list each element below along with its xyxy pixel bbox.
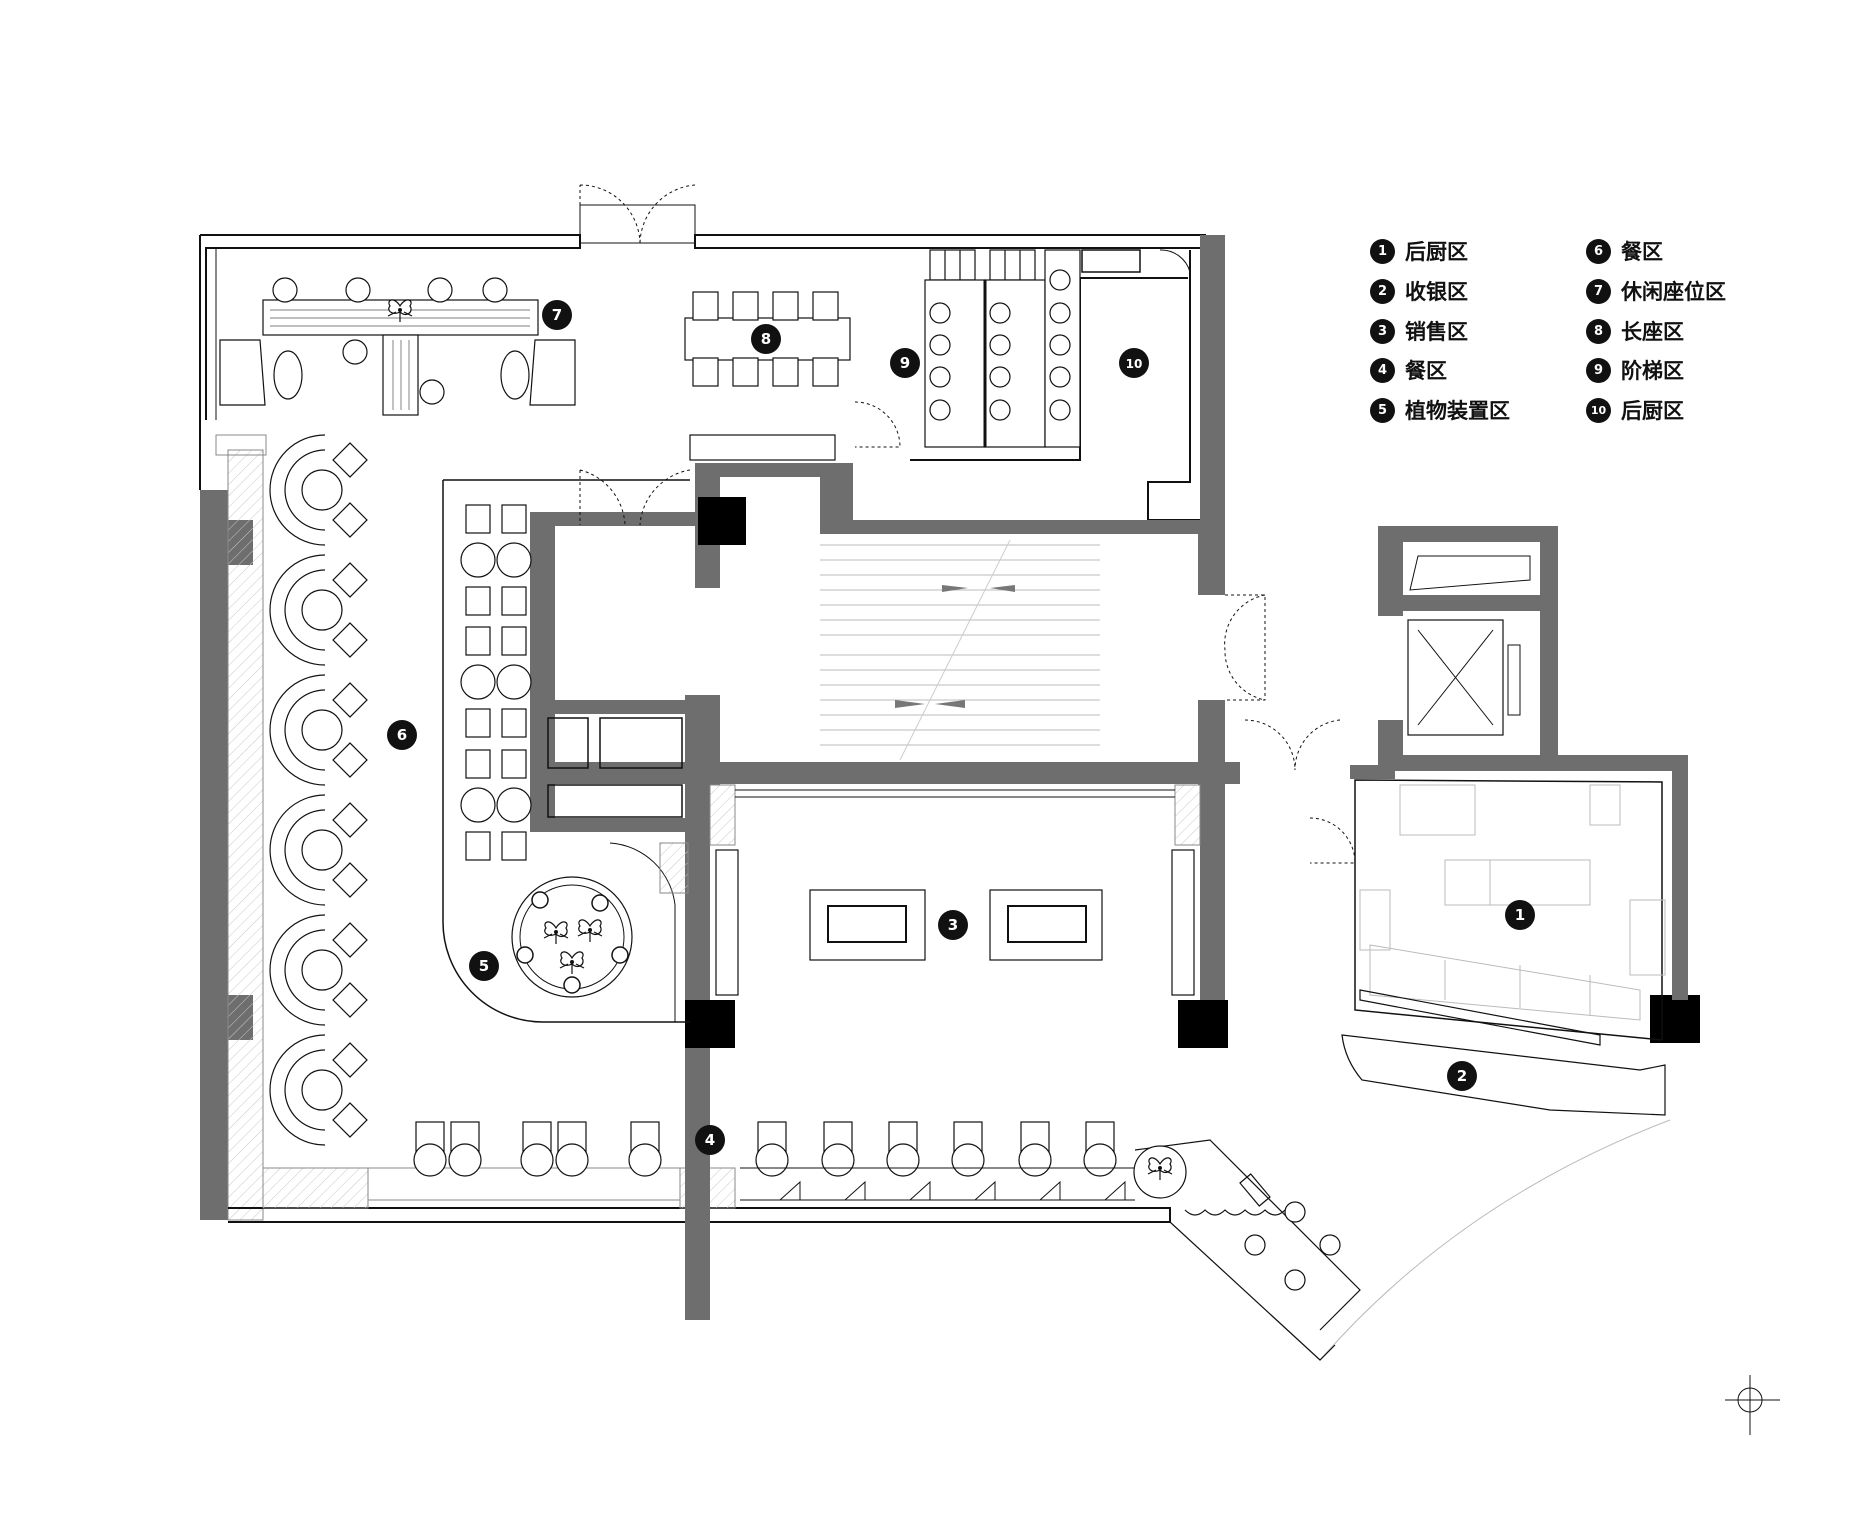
- legend-number: 1: [1370, 238, 1395, 264]
- legend-number: 10: [1586, 397, 1611, 423]
- legend-label: 休闲座位区: [1621, 280, 1726, 304]
- legend-item-4: 4 餐区: [1370, 355, 1447, 385]
- area-marker-10: 10: [1119, 348, 1149, 378]
- area-marker-4: 4: [695, 1125, 725, 1155]
- walls: [199, 234, 1700, 1320]
- booth: [269, 1034, 368, 1146]
- legend-label: 后厨区: [1405, 240, 1468, 264]
- svg-text:2: 2: [1457, 1067, 1467, 1085]
- booth: [269, 914, 368, 1026]
- svg-text:5: 5: [479, 957, 489, 975]
- staircase: [820, 539, 1100, 761]
- booth: [269, 794, 368, 906]
- planter-island: [442, 479, 690, 1023]
- legend-number: 4: [1370, 357, 1395, 383]
- booth: [269, 434, 368, 546]
- svg-text:7: 7: [552, 306, 562, 324]
- legend-label: 植物装置区: [1405, 399, 1510, 423]
- kitchen-equipment: [1359, 784, 1666, 1021]
- legend-number: 5: [1370, 397, 1395, 423]
- legend-number: 3: [1370, 318, 1395, 344]
- inner-dining-tables: [460, 504, 532, 861]
- legend: 1 后厨区 2 收银区 3 销售区 4 餐区 5 植物装置区 6 餐区 7 休闲座位区 8 长座…: [1370, 236, 1770, 426]
- legend-label: 后厨区: [1621, 399, 1684, 423]
- legend-item-1: 1 后厨区: [1370, 236, 1468, 266]
- legend-number: 8: [1586, 318, 1611, 344]
- area-marker-6: 6: [387, 720, 417, 750]
- legend-item-6: 6 餐区: [1586, 236, 1663, 266]
- legend-item-10: 10 后厨区: [1586, 395, 1684, 425]
- area-marker-2: 2: [1447, 1061, 1477, 1091]
- legend-number: 6: [1586, 238, 1611, 264]
- dining-table-set: [460, 626, 532, 738]
- legend-label: 收银区: [1405, 280, 1468, 304]
- step-seating: [689, 249, 1081, 461]
- bar-stool: [413, 1121, 447, 1177]
- cashier-counter: [1341, 989, 1666, 1116]
- area-marker-9: 9: [890, 348, 920, 378]
- area-marker-7: 7: [542, 300, 572, 330]
- booth-seating: [269, 434, 368, 1146]
- bar-stool: [448, 1121, 482, 1177]
- svg-text:8: 8: [761, 330, 771, 348]
- bar-counter: [740, 1167, 1135, 1201]
- booth: [269, 674, 368, 786]
- legend-item-2: 2 收银区: [1370, 276, 1468, 306]
- legend-number: 2: [1370, 278, 1395, 304]
- legend-label: 餐区: [1621, 240, 1663, 264]
- svg-text:10: 10: [1126, 357, 1143, 371]
- legend-label: 长座区: [1621, 320, 1684, 344]
- legend-number: 7: [1586, 278, 1611, 304]
- area-markers: 1 2 3 4 5 6 7 8 9 10: [387, 300, 1535, 1155]
- svg-text:9: 9: [900, 354, 910, 372]
- legend-label: 销售区: [1405, 320, 1468, 344]
- bar-stool: [555, 1121, 589, 1177]
- svg-text:3: 3: [948, 916, 958, 934]
- dining-table-set: [460, 749, 532, 861]
- dining-table-set: [460, 504, 532, 616]
- area-marker-3: 3: [938, 910, 968, 940]
- legend-label: 阶梯区: [1621, 359, 1684, 383]
- svg-text:6: 6: [397, 726, 407, 744]
- svg-text:4: 4: [705, 1131, 715, 1149]
- lounge-furniture: [219, 277, 576, 416]
- legend-item-7: 7 休闲座位区: [1586, 276, 1726, 306]
- doors: [579, 184, 1671, 1361]
- legend-number: 9: [1586, 357, 1611, 383]
- legend-item-3: 3 销售区: [1370, 316, 1468, 346]
- legend-item-5: 5 植物装置区: [1370, 395, 1510, 425]
- svg-text:1: 1: [1515, 906, 1525, 924]
- sales-display-tables: [809, 889, 1103, 961]
- bar-stool: [628, 1121, 662, 1177]
- area-marker-8: 8: [751, 324, 781, 354]
- legend-item-8: 8 长座区: [1586, 316, 1684, 346]
- angled-counter: [1133, 1139, 1361, 1361]
- area-marker-1: 1: [1505, 900, 1535, 930]
- compass-icon: [1725, 1375, 1780, 1435]
- legend-item-9: 9 阶梯区: [1586, 355, 1684, 385]
- bar-stool: [520, 1121, 554, 1177]
- area-marker-5: 5: [469, 951, 499, 981]
- booth: [269, 554, 368, 666]
- legend-label: 餐区: [1405, 359, 1447, 383]
